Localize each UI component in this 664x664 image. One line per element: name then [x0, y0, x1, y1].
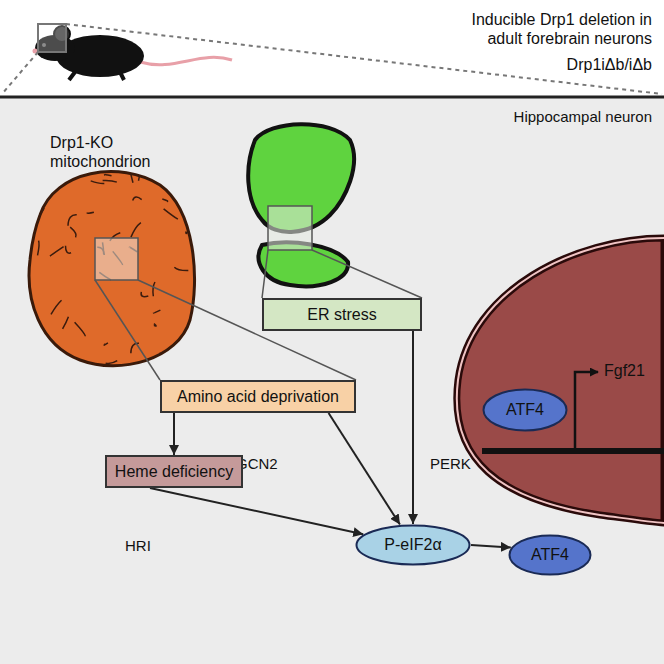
protein-ellipse: P-eIF2α — [355, 524, 471, 566]
node-text: ATF4 — [506, 401, 544, 419]
node-text: ER stress — [307, 306, 376, 324]
process-box: Amino acid deprivation — [160, 380, 356, 413]
node-text: P-eIF2α — [384, 536, 441, 554]
arrow-connector — [173, 413, 175, 455]
enzyme-label: HRI — [125, 537, 151, 555]
node-text: Amino acid deprivation — [177, 388, 339, 406]
arrow-connector — [150, 488, 363, 534]
gene-label: Fgf21 — [604, 361, 645, 380]
organelle-label: Drp1-KO mitochondrion — [50, 133, 175, 171]
title-note: Inducible Drp1 deletion in adult forebra… — [437, 10, 652, 48]
gene-bar — [482, 448, 664, 454]
arrow-connector — [329, 413, 400, 525]
arrow-connector — [412, 331, 414, 524]
genotype-label: Drp1iΔb/iΔb — [567, 55, 652, 74]
divider-line — [0, 96, 664, 99]
process-box: Heme deficiency — [105, 455, 243, 488]
er-figure — [248, 124, 422, 298]
region-label: Hippocampal neuron — [514, 108, 652, 126]
protein-ellipse: ATF4 — [508, 534, 592, 576]
protein-ellipse: ATF4 — [482, 388, 568, 432]
transcription-arrow — [575, 372, 598, 448]
process-box: ER stress — [262, 298, 422, 331]
nucleus-figure — [457, 238, 664, 523]
cell-ground — [0, 98, 664, 664]
node-text: Heme deficiency — [115, 463, 233, 481]
enzyme-label: PERK — [430, 455, 471, 473]
node-text: ATF4 — [531, 546, 569, 564]
arrow-connector — [471, 545, 511, 547]
